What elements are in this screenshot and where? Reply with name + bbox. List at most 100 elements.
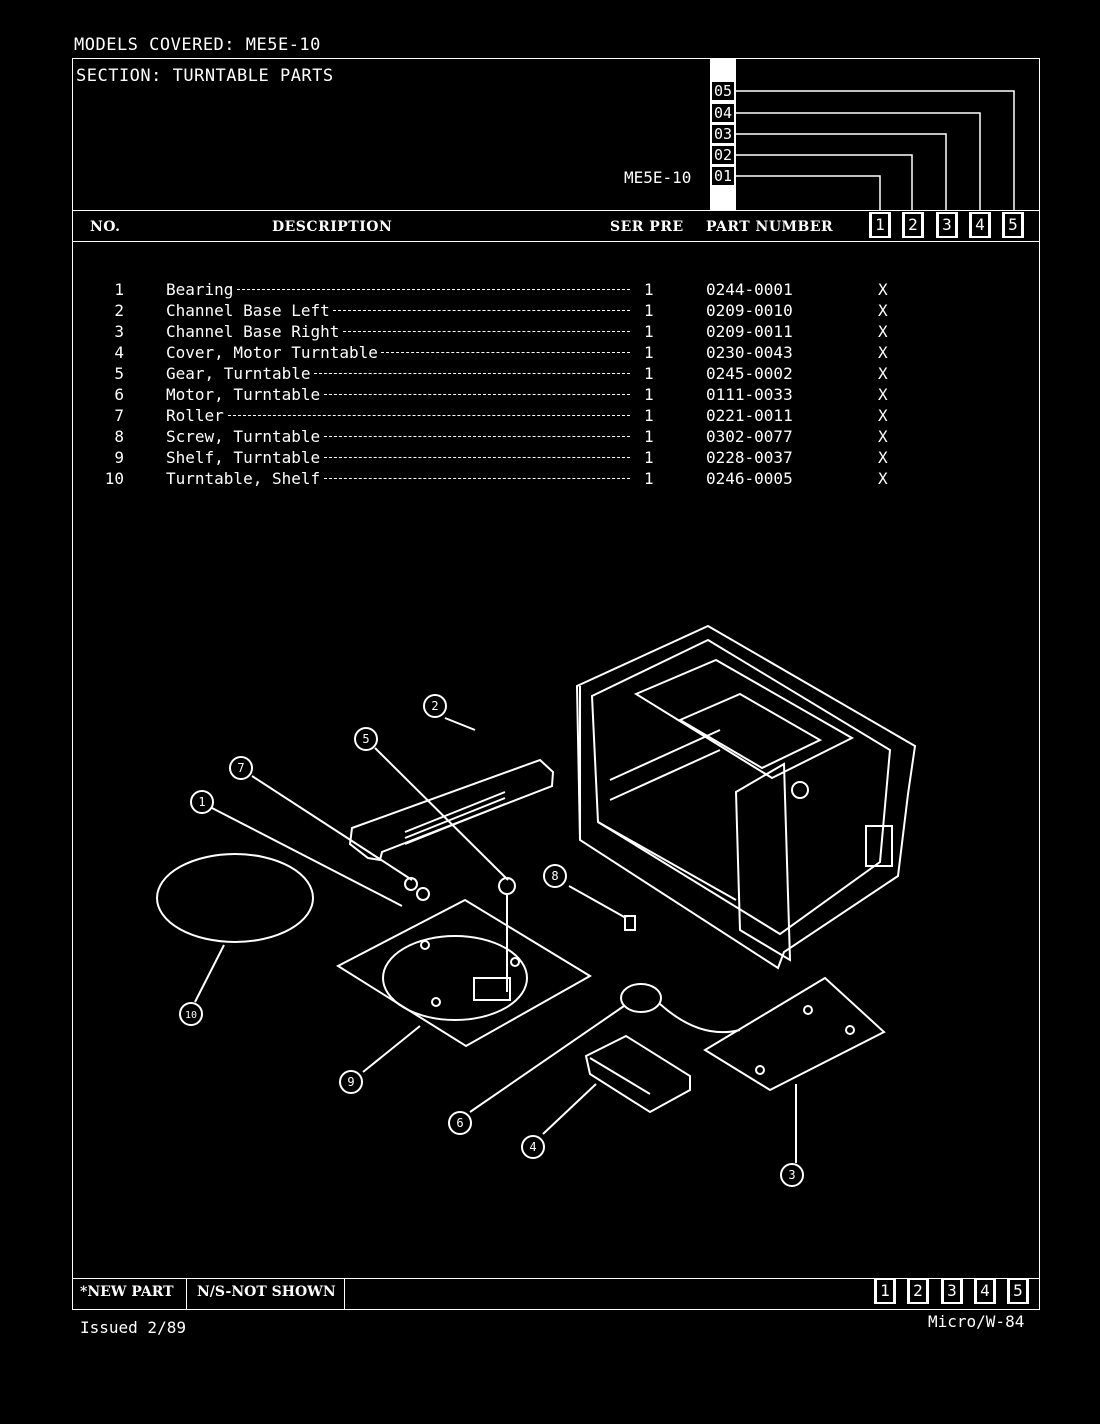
part-mark: X — [878, 469, 888, 488]
svg-text:5: 5 — [362, 732, 369, 746]
dot-leader — [381, 352, 630, 353]
part-number: 0209-0011 — [706, 322, 793, 341]
models-covered: MODELS COVERED: ME5E-10 — [74, 35, 321, 55]
part-number: 0244-0001 — [706, 280, 793, 299]
callout-9: 9 — [339, 1070, 363, 1094]
model-code: 03 — [712, 125, 734, 143]
col-description: DESCRIPTION — [272, 219, 393, 235]
header-rule — [72, 210, 1040, 211]
model-label: ME5E-10 — [624, 168, 692, 187]
part-description: Gear, Turntable — [166, 364, 311, 383]
exploded-diagram: 1 2 3 4 5 6 7 8 9 10 — [156, 624, 917, 1187]
part-number: 0302-0077 — [706, 427, 793, 446]
dot-leader — [323, 436, 630, 437]
dot-leader — [323, 457, 630, 458]
part-qty: 1 — [644, 406, 654, 425]
part-description: Channel Base Left — [166, 301, 330, 320]
dot-leader — [323, 478, 630, 479]
dot-leader — [314, 373, 630, 374]
svg-text:6: 6 — [456, 1116, 463, 1130]
col-number-box: 2 — [902, 212, 924, 238]
code-leader-lines — [736, 90, 1015, 210]
part-description: Bearing — [166, 280, 234, 299]
footer-number-box: 2 — [907, 1278, 929, 1304]
table-row: 6 Motor, Turntable 1 0111-0033 X — [0, 384, 1000, 405]
svg-text:2: 2 — [431, 699, 438, 713]
model-code: 01 — [712, 167, 734, 185]
model-code: 05 — [712, 82, 734, 100]
part-number: 0111-0033 — [706, 385, 793, 404]
callout-1: 1 — [190, 790, 214, 814]
section-title: SECTION: TURNTABLE PARTS — [76, 66, 334, 86]
part-no: 5 — [114, 364, 124, 383]
part-no: 6 — [114, 385, 124, 404]
col-number-box: 1 — [869, 212, 891, 238]
dot-leader — [333, 310, 630, 311]
part-number: 0228-0037 — [706, 448, 793, 467]
svg-text:10: 10 — [185, 1010, 197, 1021]
part-description: Screw, Turntable — [166, 427, 321, 446]
dot-leader — [227, 415, 630, 416]
dot-leader — [237, 289, 630, 290]
part-no: 2 — [114, 301, 124, 320]
col-number-box: 4 — [969, 212, 991, 238]
part-no: 8 — [114, 427, 124, 446]
callout-8: 8 — [543, 864, 567, 888]
page-id: Micro/W-84 — [928, 1312, 1025, 1331]
footer-number-box: 3 — [941, 1278, 963, 1304]
part-no: 9 — [114, 448, 124, 467]
part-no: 10 — [104, 469, 124, 488]
part-mark: X — [878, 364, 888, 383]
part-qty: 1 — [644, 301, 654, 320]
footer-new-part: *NEW PART — [80, 1284, 174, 1300]
header-rule — [72, 241, 1040, 242]
model-code: 02 — [712, 146, 734, 164]
issued-date: Issued 2/89 — [80, 1318, 186, 1337]
part-no: 3 — [114, 322, 124, 341]
part-number: 0230-0043 — [706, 343, 793, 362]
svg-text:1: 1 — [198, 795, 205, 809]
footer-not-shown: N/S-NOT SHOWN — [197, 1284, 336, 1300]
part-number: 0246-0005 — [706, 469, 793, 488]
part-description: Roller — [166, 406, 224, 425]
part-qty: 1 — [644, 280, 654, 299]
part-qty: 1 — [644, 385, 654, 404]
callout-3: 3 — [780, 1163, 804, 1187]
part-qty: 1 — [644, 322, 654, 341]
col-number-box: 3 — [936, 212, 958, 238]
table-row: 5 Gear, Turntable 1 0245-0002 X — [0, 363, 1000, 384]
footer-divider — [344, 1278, 345, 1310]
part-mark: X — [878, 406, 888, 425]
callout-2: 2 — [423, 694, 447, 718]
dot-leader — [323, 394, 630, 395]
part-mark: X — [878, 280, 888, 299]
part-description: Motor, Turntable — [166, 385, 321, 404]
svg-text:4: 4 — [529, 1140, 536, 1154]
part-number: 0209-0010 — [706, 301, 793, 320]
callout-6: 6 — [448, 1111, 472, 1135]
callout-7: 7 — [229, 756, 253, 780]
callout-4: 4 — [521, 1135, 545, 1159]
part-mark: X — [878, 343, 888, 362]
part-description: Channel Base Right — [166, 322, 340, 341]
part-number: 0245-0002 — [706, 364, 793, 383]
footer-rule — [72, 1278, 1040, 1279]
svg-text:3: 3 — [788, 1168, 795, 1182]
part-qty: 1 — [644, 364, 654, 383]
footer-number-box: 5 — [1007, 1278, 1029, 1304]
footer-number-box: 4 — [974, 1278, 996, 1304]
part-mark: X — [878, 385, 888, 404]
callout-group: 1 2 3 4 5 6 7 8 9 10 — [179, 694, 804, 1187]
footer-divider — [186, 1278, 187, 1310]
col-part-number: PART NUMBER — [706, 219, 834, 235]
col-ser-pre: SER PRE — [610, 219, 684, 235]
page-frame — [72, 58, 1040, 1310]
